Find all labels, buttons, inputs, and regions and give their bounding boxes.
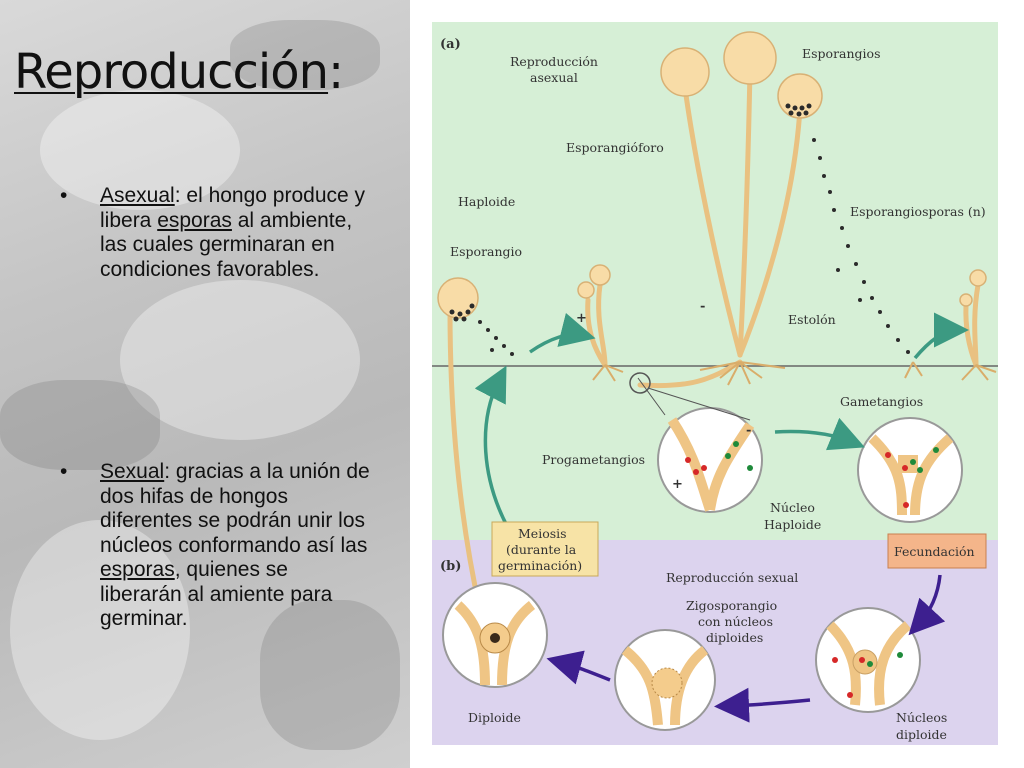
label-meiosis-2: (durante la xyxy=(506,542,577,557)
fecundacion-box xyxy=(887,533,987,569)
label-plus-b: + xyxy=(672,477,683,492)
diploid-view xyxy=(442,582,548,688)
gametangia-view xyxy=(857,417,963,523)
panel-a-label: (a) xyxy=(440,37,461,52)
term-esporas: esporas xyxy=(157,208,232,232)
label-gametangios: Gametangios xyxy=(840,394,923,409)
label-zigosporangio-1: Zigosporangio xyxy=(686,598,777,613)
label-nucleos-diploide-2: diploide xyxy=(896,727,947,742)
term-esporas: esporas xyxy=(100,558,175,581)
background-photo-panel xyxy=(0,0,410,768)
label-progametangios: Progametangios xyxy=(542,452,645,467)
bullet-pre: : gracias a la unión de dos hifas de hon… xyxy=(100,460,370,557)
label-haploide: Haploide xyxy=(458,194,515,209)
cycle-arrows xyxy=(474,312,969,723)
label-nucleo-haploide-1: Núcleo xyxy=(770,500,815,515)
rhizoids xyxy=(592,361,997,386)
label-minus-a: - xyxy=(700,299,705,314)
label-meiosis-1: Meiosis xyxy=(518,526,567,541)
bullet-text: Sexual: gracias a la unión de dos hifas … xyxy=(100,460,375,632)
zygosporangium-view xyxy=(614,629,716,731)
panel-b-label: (b) xyxy=(440,559,461,574)
term-asexual: Asexual xyxy=(100,184,175,207)
label-zigosporangio-2: con núcleos xyxy=(698,614,773,629)
label-esporangios: Esporangios xyxy=(802,46,881,61)
title-colon: : xyxy=(328,44,344,100)
label-minus-b: - xyxy=(746,423,751,438)
label-esporangio: Esporangio xyxy=(450,244,522,259)
life-cycle-diagram: (a) (b) xyxy=(410,0,1024,768)
life-cycle-figure: (a) (b) xyxy=(410,0,1024,768)
nuclei-diploid-view xyxy=(815,607,921,713)
progametangia-view xyxy=(629,372,763,513)
term-sexual: Sexual xyxy=(100,460,165,483)
label-repro-asexual-2: asexual xyxy=(530,70,578,85)
bullet-text: Asexual: el hongo produce y libera espor… xyxy=(100,184,375,282)
meiosis-box xyxy=(491,521,599,577)
label-esporangiosporas: Esporangiosporas (n) xyxy=(850,204,986,219)
label-fecundacion: Fecundación xyxy=(894,544,975,559)
label-estolon: Estolón xyxy=(788,312,836,327)
label-plus-a: + xyxy=(576,311,587,326)
label-esporangioforo: Esporangióforo xyxy=(566,140,664,155)
bullet-dot: • xyxy=(60,460,68,483)
bullet-post: , quienes se liberarán al amiente para g… xyxy=(100,558,333,630)
label-meiosis-3: germinación) xyxy=(498,558,582,573)
label-diploide: Diploide xyxy=(468,710,521,725)
spores xyxy=(449,103,910,356)
bullet-pre: : el hongo produce y libera xyxy=(100,184,366,232)
label-nucleo-haploide-2: Haploide xyxy=(764,517,821,532)
label-repro-sexual: Reproducción sexual xyxy=(666,570,798,585)
label-nucleos-diploide-1: Núcleos xyxy=(896,710,947,725)
bullet-dot: • xyxy=(60,184,68,207)
bullet-post: al ambiente, las cuales germinaran en co… xyxy=(100,208,353,281)
label-zigosporangio-3: diploides xyxy=(706,630,763,645)
title-main: Reproducción xyxy=(14,44,329,100)
slide-title: Reproducción: xyxy=(14,44,344,100)
label-repro-asexual-1: Reproducción xyxy=(510,54,598,69)
